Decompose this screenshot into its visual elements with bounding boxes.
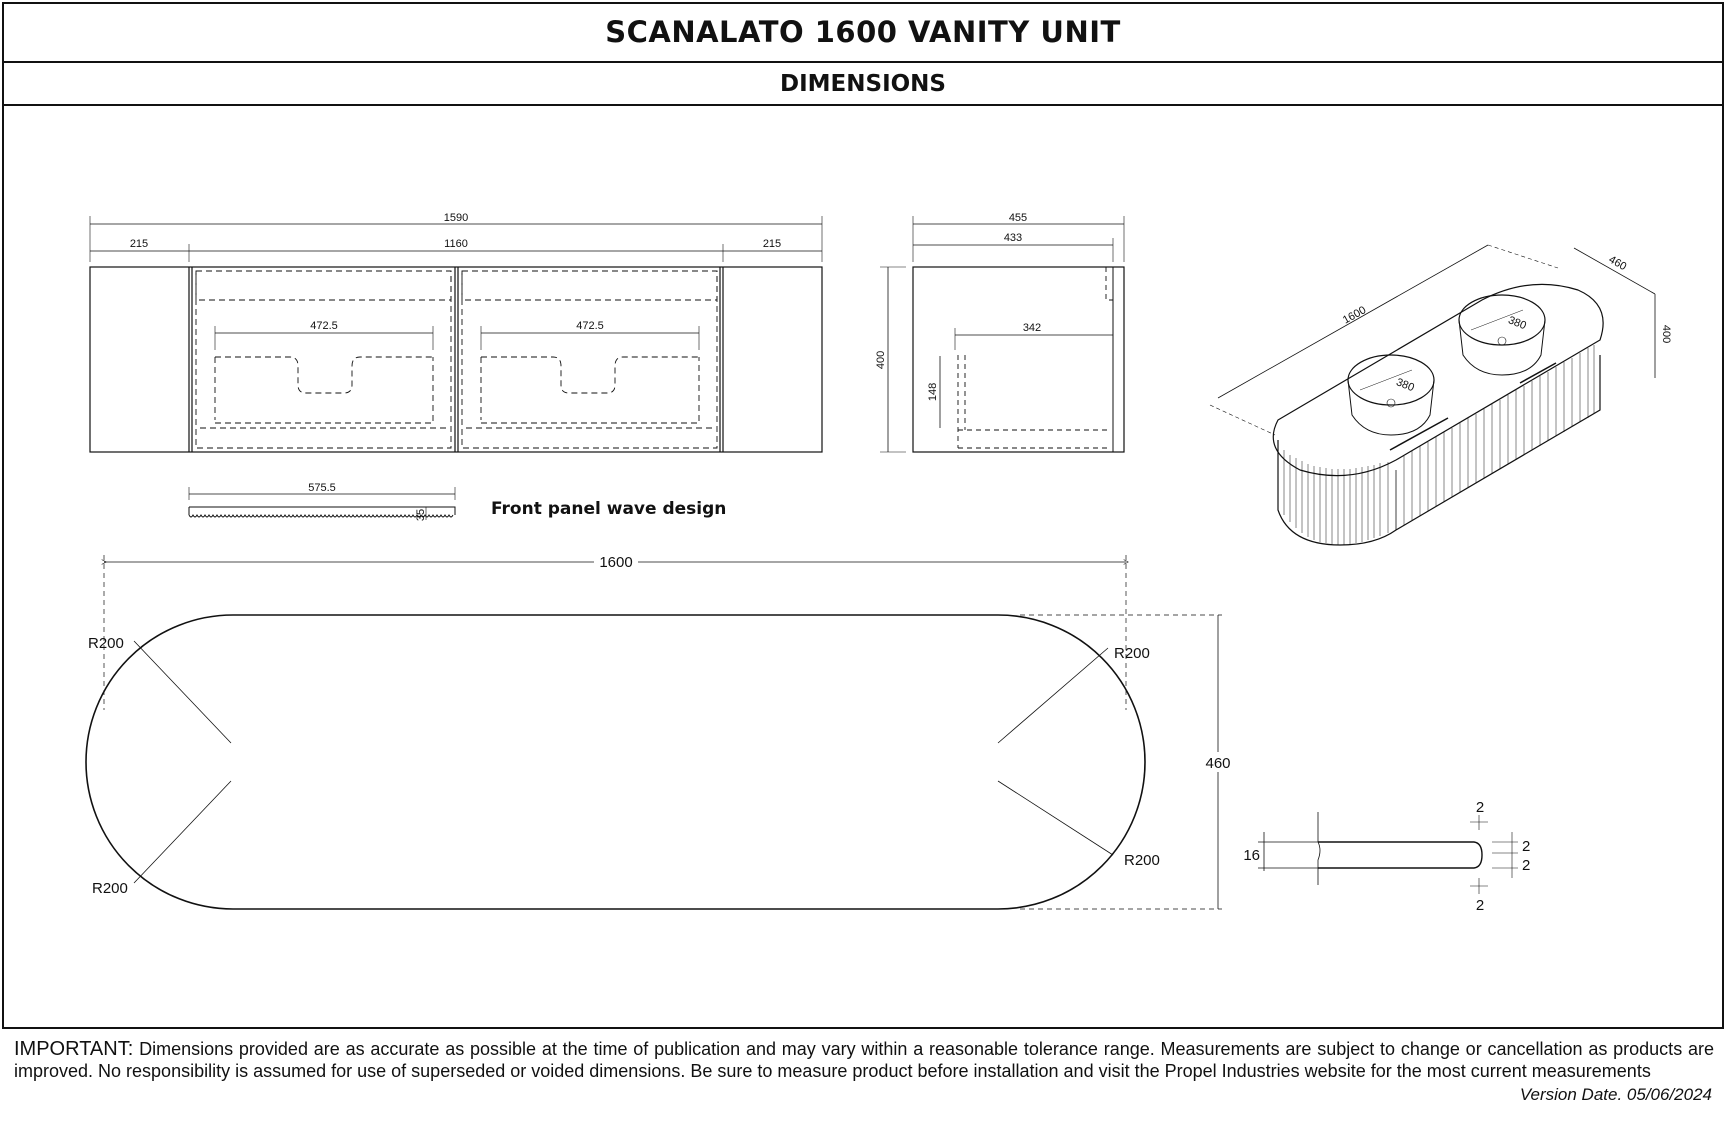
dim-center-width: 1160 (444, 238, 468, 250)
dim-left-side: 215 (130, 238, 148, 250)
isometric-view (1209, 244, 1656, 546)
dim-drawer-depth: 342 (1023, 322, 1041, 334)
dim-iso-basin-right: 380 (1506, 314, 1528, 332)
dim-edge-right-bottom: 2 (1522, 857, 1530, 874)
dim-iso-depth: 460 (1607, 254, 1629, 273)
top-plan (85, 555, 1222, 910)
disclaimer-footer: IMPORTANT: Dimensions provided are as ac… (14, 1038, 1714, 1082)
front-body (89, 266, 823, 453)
side-body (912, 266, 1125, 453)
dim-plan-depth: 460 (1205, 755, 1230, 772)
disclaimer-text: Dimensions provided are as accurate as p… (14, 1039, 1714, 1081)
dim-edge-top: 2 (1476, 799, 1484, 816)
dim-plan-length: 1600 (599, 554, 632, 571)
dim-drawer-height: 148 (927, 383, 939, 401)
dim-edge-thickness: 16 (1243, 847, 1260, 864)
dim-edge-bottom: 2 (1476, 897, 1484, 914)
dim-iso-height: 400 (1660, 325, 1672, 343)
dim-panel-thickness: 35 (415, 509, 427, 521)
dim-iso-basin-left: 380 (1394, 376, 1416, 394)
important-label: IMPORTANT: (14, 1038, 134, 1060)
wave-panel (188, 487, 456, 520)
dim-depth-outer: 455 (1009, 212, 1027, 224)
section-title: DIMENSIONS (780, 70, 946, 97)
iso-basin-right (1458, 294, 1546, 346)
edge-profile (1258, 812, 1518, 894)
dim-basin-right: 472.5 (576, 320, 604, 332)
dim-radius-bottom-right: R200 (1124, 852, 1160, 869)
dim-panel-width: 575.5 (308, 482, 336, 494)
iso-body (1277, 355, 1601, 546)
title-bar: SCANALATO 1600 VANITY UNIT (2, 2, 1724, 63)
drawing-frame (2, 2, 1724, 1029)
iso-top (1272, 283, 1604, 477)
top-plan-outline (85, 614, 1146, 910)
side-elevation (880, 216, 1125, 453)
dim-edge-right-top: 2 (1522, 838, 1530, 855)
edge-profile-shape (1318, 841, 1483, 869)
dim-right-side: 215 (763, 238, 781, 250)
page-title: SCANALATO 1600 VANITY UNIT (605, 14, 1121, 49)
front-elevation (89, 216, 823, 453)
wave-panel-label: Front panel wave design (491, 499, 726, 519)
dim-radius-top-left: R200 (88, 635, 124, 652)
iso-basin-left (1347, 354, 1435, 406)
subtitle-bar: DIMENSIONS (2, 63, 1724, 106)
label-mask (1203, 752, 1233, 772)
technical-drawing: 1590 215 1160 215 472.5 472.5 455 433 40… (85, 212, 1672, 914)
dim-radius-top-right: R200 (1114, 645, 1150, 662)
label-mask (594, 552, 638, 570)
version-date: Version Date. 05/06/2024 (1519, 1085, 1712, 1104)
dim-side-height: 400 (875, 351, 887, 369)
dim-radius-bottom-left: R200 (92, 880, 128, 897)
dim-iso-length: 1600 (1341, 304, 1368, 326)
dim-overall-width: 1590 (444, 212, 468, 224)
dim-depth-inner: 433 (1004, 232, 1022, 244)
dim-basin-left: 472.5 (310, 320, 338, 332)
